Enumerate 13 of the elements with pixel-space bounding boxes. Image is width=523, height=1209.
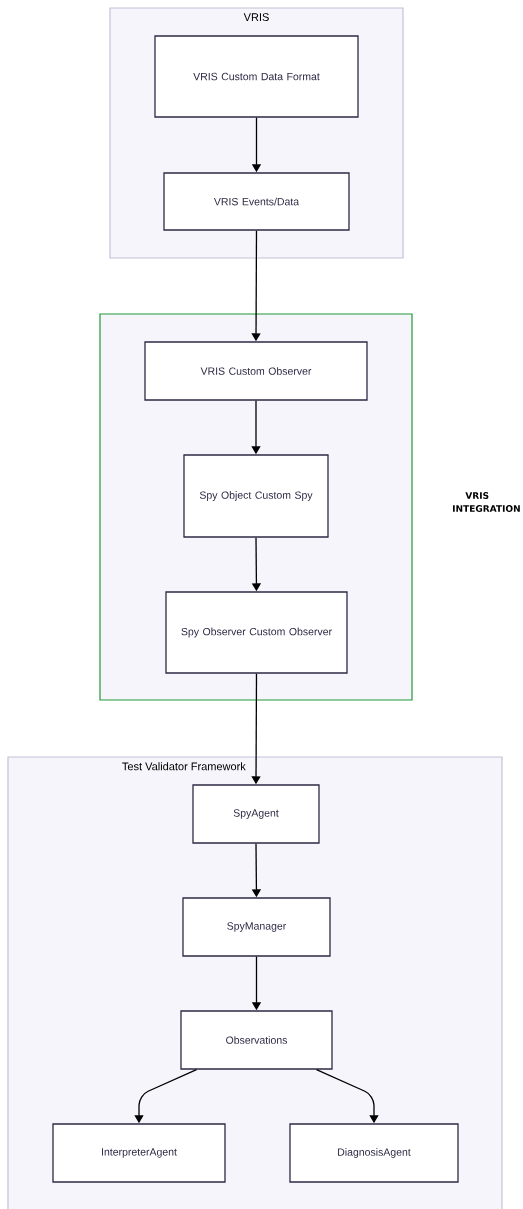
process-box: SpyAgent bbox=[192, 784, 320, 844]
process-box: DiagnosisAgent bbox=[289, 1123, 459, 1183]
process-box: Observations bbox=[180, 1010, 333, 1070]
group-title: VRIS INTEGRATION bbox=[453, 492, 520, 512]
process-box: VRIS Events/Data bbox=[163, 172, 350, 231]
process-box: VRIS Custom Data Format bbox=[154, 35, 359, 118]
process-box: Spy Observer Custom Observer bbox=[165, 591, 348, 674]
process-box: Spy Object Custom Spy bbox=[183, 454, 329, 538]
group-title: Test Validator Framework bbox=[122, 762, 246, 771]
process-box: SpyManager bbox=[182, 897, 331, 957]
process-box: VRIS Custom Observer bbox=[144, 341, 368, 401]
group-title: VRIS bbox=[243, 13, 269, 21]
process-box: InterpreterAgent bbox=[52, 1123, 226, 1183]
